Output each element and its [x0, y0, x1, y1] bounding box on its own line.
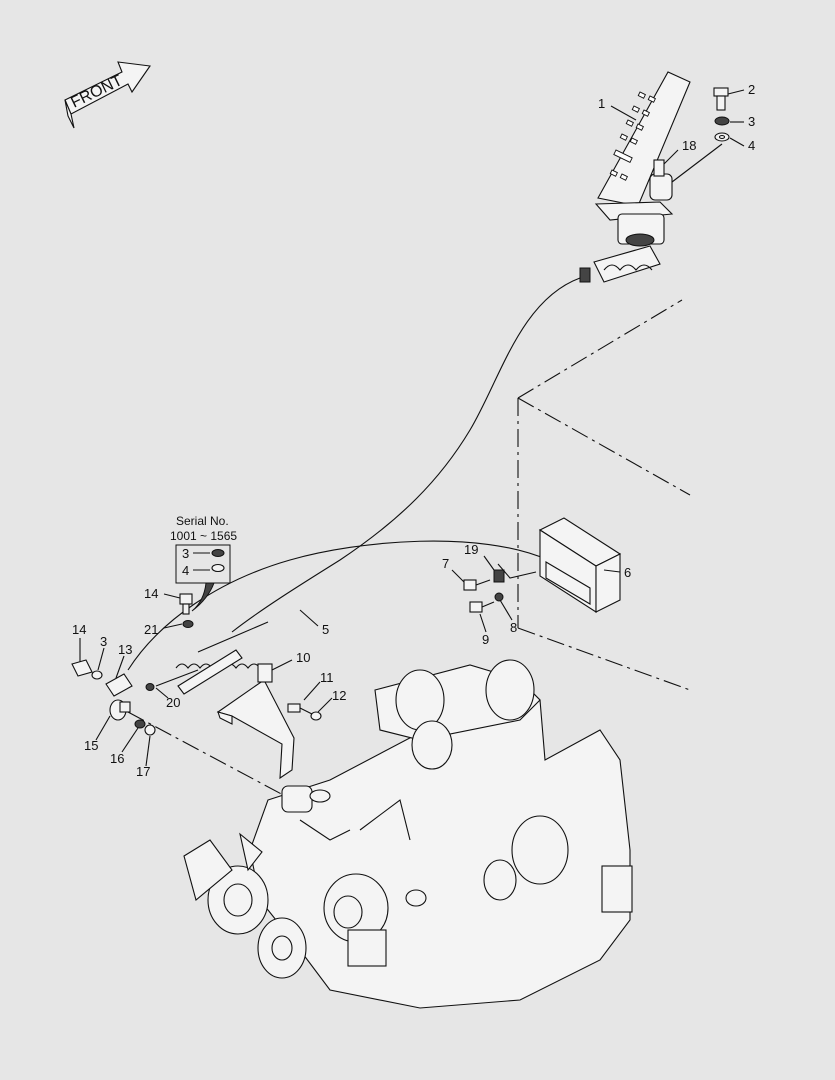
pedal-hardware [671, 87, 730, 183]
front-label: FRONT [68, 72, 125, 112]
serial-item-3: 3 [182, 546, 189, 561]
callout-14b: 14 [72, 622, 86, 637]
callout-21: 21 [144, 622, 158, 637]
callout-6: 6 [624, 565, 631, 580]
front-arrow: FRONT [64, 61, 151, 129]
callout-11: 11 [320, 670, 334, 685]
callout-3b: 3 [100, 634, 107, 649]
callout-7: 7 [442, 556, 449, 571]
serial-item-4: 4 [182, 563, 189, 578]
callout-18: 18 [682, 138, 696, 153]
callout-4: 4 [748, 138, 755, 153]
callout-14a: 14 [144, 586, 158, 601]
accelerator-cable [127, 277, 581, 671]
control-module [463, 517, 622, 614]
accelerator-pedal [579, 71, 691, 283]
cab-outline [517, 299, 691, 691]
serial-number-box: Serial No. 1001 ~ 1565 3 4 [170, 514, 237, 612]
callout-numbers: 1 2 3 4 18 6 19 7 8 9 5 10 11 12 14 21 1… [72, 82, 755, 779]
callout-13: 13 [118, 642, 132, 657]
serial-title: Serial No. [176, 514, 229, 528]
callout-19: 19 [464, 542, 478, 557]
callout-12: 12 [332, 688, 346, 703]
loose-bolts [179, 593, 322, 721]
callout-1: 1 [598, 96, 605, 111]
callout-2: 2 [748, 82, 755, 97]
serial-box-frame [175, 544, 231, 584]
serial-range: 1001 ~ 1565 [170, 529, 237, 543]
callout-16: 16 [110, 751, 124, 766]
callout-3: 3 [748, 114, 755, 129]
cable-bracket [177, 649, 295, 780]
leader-lines [79, 89, 745, 767]
engine [183, 659, 633, 1009]
callout-17: 17 [136, 764, 150, 779]
callout-5: 5 [322, 622, 329, 637]
callout-15: 15 [84, 738, 98, 753]
callout-9: 9 [482, 632, 489, 647]
callout-10: 10 [296, 650, 310, 665]
callout-20: 20 [166, 695, 180, 710]
callout-8: 8 [510, 620, 517, 635]
